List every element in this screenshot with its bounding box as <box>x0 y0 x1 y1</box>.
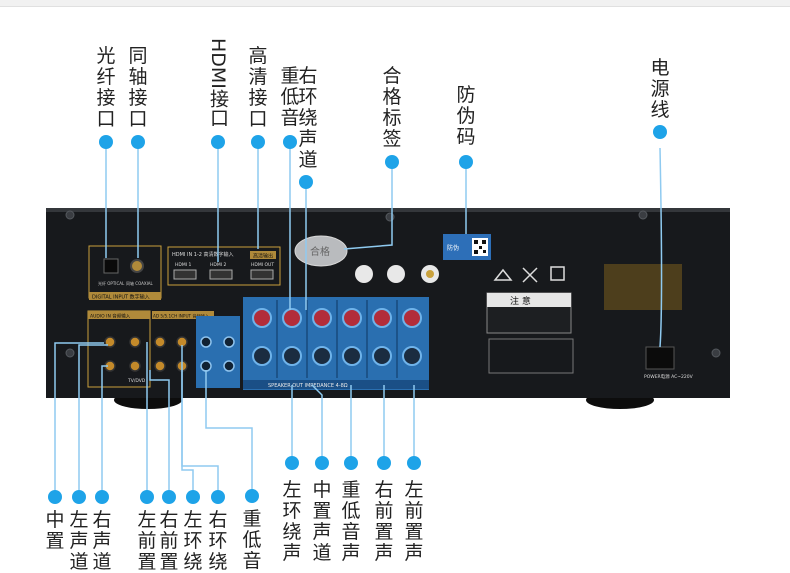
label-coaxial: 同轴接口 <box>128 45 148 130</box>
label-right-surround-top: 右环绕声道 <box>298 65 318 171</box>
terminal-post-2-1 <box>282 308 302 328</box>
terminal-post-1-1 <box>252 308 272 328</box>
spk-sub-dot <box>344 456 358 470</box>
svg-text:光纤 OPTICAL: 光纤 OPTICAL <box>98 280 125 286</box>
certification-icons <box>355 265 565 283</box>
svg-text:HDMI 1: HDMI 1 <box>175 262 191 268</box>
terminal-post-4-1 <box>342 308 362 328</box>
svg-text:AD 5/5.1CH INPUT 音频输入: AD 5/5.1CH INPUT 音频输入 <box>153 313 210 320</box>
label-spk-left-front: 左前置声 <box>404 479 424 564</box>
svg-text:合格: 合格 <box>310 245 330 258</box>
spk-center-dot <box>315 456 329 470</box>
optical-dot <box>99 135 113 149</box>
cert-dot <box>385 155 399 169</box>
subwoofer-top-dot <box>283 135 297 149</box>
power-dot <box>653 125 667 139</box>
label-anti-fake: 防伪码 <box>456 84 476 148</box>
hdmi1-port <box>173 269 197 280</box>
spk-left-front-dot <box>407 456 421 470</box>
label-left-surround: 左环绕 <box>183 509 203 573</box>
label-right-surround: 右环绕 <box>208 509 228 573</box>
terminal-post-4-2 <box>342 346 362 366</box>
terminal-post-5-2 <box>372 346 392 366</box>
label-center: 中置 <box>45 509 65 552</box>
power-socket <box>645 346 675 370</box>
power-leader <box>659 147 663 348</box>
coaxial-dot <box>131 135 145 149</box>
svg-text:SPEAKER OUT IMPEDANCE 4-8Ω: SPEAKER OUT IMPEDANCE 4-8Ω <box>268 383 348 389</box>
hdmi2-port <box>209 269 233 280</box>
left-front-dot <box>140 490 154 504</box>
top-strip <box>0 0 790 7</box>
label-spk-left-surround: 左环绕声 <box>282 479 302 564</box>
digital-input-text: DIGITAL INPUT 数字输入 <box>92 294 150 301</box>
right-ch-dot <box>95 490 109 504</box>
hd-dot <box>251 135 265 149</box>
terminal-post-6-2 <box>402 346 422 366</box>
svg-text:HDMI IN 1-2 高清数字输入: HDMI IN 1-2 高清数字输入 <box>172 251 234 258</box>
terminal-post-6-1 <box>402 308 422 328</box>
svg-text:防伪: 防伪 <box>447 244 459 252</box>
hdmi-dot <box>211 135 225 149</box>
svg-text:同轴 COAXIAL: 同轴 COAXIAL <box>126 280 154 286</box>
right-surround-dot <box>211 490 225 504</box>
label-power: 电源线 <box>650 57 670 121</box>
leader-lines <box>54 141 467 497</box>
coaxial-port <box>130 259 144 273</box>
svg-text:HDMI 2: HDMI 2 <box>210 262 226 268</box>
label-hdmi: HDMI接口 <box>207 38 229 127</box>
label-right-front: 右前置 <box>159 509 179 573</box>
left-surround-dot <box>186 490 200 504</box>
terminal-post-3-2 <box>312 346 332 366</box>
spk-left-surround-dot <box>285 456 299 470</box>
label-hd: 高清接口 <box>248 45 268 130</box>
hdmi-out-port <box>250 269 274 280</box>
label-spk-right-front: 右前置声 <box>374 479 394 564</box>
terminal-post-3-1 <box>312 308 332 328</box>
speaker-terminals <box>243 297 429 390</box>
speaker-terminal-posts <box>252 300 422 378</box>
center-dot <box>48 490 62 504</box>
spk-right-front-dot <box>377 456 391 470</box>
subwoofer-bottom-dot <box>245 489 259 503</box>
hdmi-block <box>167 246 281 286</box>
label-spk-sub: 重低音声 <box>341 479 361 564</box>
svg-text:HDMI OUT: HDMI OUT <box>251 262 274 268</box>
optical-port <box>103 258 119 274</box>
label-left-front: 左前置 <box>137 509 157 573</box>
cert-sticker <box>294 235 348 267</box>
svg-text:POWER电源 AC~220V: POWER电源 AC~220V <box>644 373 694 380</box>
right-front-dot <box>162 490 176 504</box>
label-left-ch: 左声道 <box>69 509 89 573</box>
svg-text:AUDIO IN 音频输入: AUDIO IN 音频输入 <box>90 313 131 320</box>
label-cert: 合格标签 <box>382 65 402 150</box>
spec-label <box>488 338 574 374</box>
svg-text:注 意: 注 意 <box>510 295 531 307</box>
label-optical: 光纤接口 <box>96 45 116 130</box>
label-subwoofer-top: 重低音 <box>280 65 300 129</box>
anti-fake-dot <box>459 155 473 169</box>
left-ch-dot <box>72 490 86 504</box>
terminal-post-1-2 <box>252 346 272 366</box>
sub-pre-out-block <box>196 316 240 388</box>
right-surround-top-dot <box>299 175 313 189</box>
terminal-post-2-2 <box>282 346 302 366</box>
label-right-ch: 右声道 <box>92 509 112 573</box>
svg-text:TV/DVD: TV/DVD <box>127 378 146 384</box>
spec-table <box>604 264 682 310</box>
label-spk-center: 中置声道 <box>312 479 332 564</box>
svg-text:高清输出: 高清输出 <box>253 253 273 260</box>
terminal-post-5-1 <box>372 308 392 328</box>
